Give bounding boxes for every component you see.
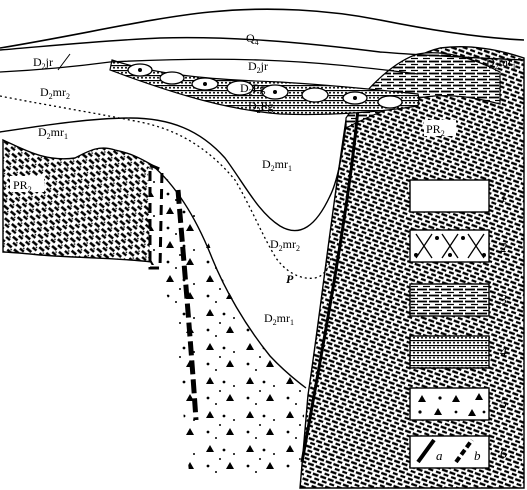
conglomerate-dots [138,68,357,100]
label-d2pg-lower: D2Pg [248,99,273,115]
label-d2mr1-left: D2mr1 [38,125,68,141]
basalt-dyke-left [148,162,164,270]
legend-number-1: 1 [500,191,507,206]
fault-plane [300,107,360,463]
label-pr2-right: PR2 [426,122,445,138]
legend-label-b: b [474,448,481,463]
label-d2mr1-topright: D2mr1 [486,55,516,71]
legend-number-3: 3 [499,293,507,308]
d2jr-small-fault [57,53,71,71]
label-p-marker: P [286,272,294,286]
label-pr2-left: PR2 [13,178,32,194]
legend-number-4: 4 [500,345,507,360]
q4-base [0,36,525,61]
legend-swatch-dotted [409,335,490,369]
legend-item-2: 2 [409,229,507,263]
legend-swatch-blank [409,179,490,213]
legend-item-5: 5 [409,387,507,421]
label-q4: Q4 [246,31,259,47]
legend-swatch-triangles [409,387,490,421]
legend-number-6: 6 [500,447,507,462]
legend-label-a: a [436,448,443,463]
legend-swatch-dashes [409,283,490,317]
pr2-right-label-bg [424,120,456,136]
legend: 1 2 3 4 [409,179,507,469]
legend-item-3: 3 [409,283,507,317]
label-d2jr-left: D2jr [33,55,53,71]
label-d2mr1-lower: D2mr1 [264,311,294,327]
d2jr-base [0,58,419,75]
label-d2mr1-center: D2mr1 [262,157,292,173]
label-d2mr2-trough: D2mr2 [270,237,300,253]
pr2-left-label-bg [10,176,44,192]
volcanic-intrusion-body [148,168,306,480]
label-d2mr2-left: D2mr2 [40,85,70,101]
d2mr1-base-center-trough [0,117,347,232]
ground-surface [0,8,525,49]
basalt-dyke-inner [175,189,199,421]
label-d2jr-center: D2jr [248,59,268,75]
d2mr1-d2mr2-contact-dotted [0,95,333,279]
legend-item-1: 1 [409,179,507,213]
legend-item-6: a b 6 [409,435,507,469]
d2mr2-trough-base [151,164,307,389]
legend-number-5: 5 [500,397,507,412]
label-d2pg-upper: D2Pg [240,81,265,97]
legend-number-2: 2 [500,241,507,256]
legend-item-4: 4 [409,335,507,369]
pr2-left-basement [2,138,153,263]
